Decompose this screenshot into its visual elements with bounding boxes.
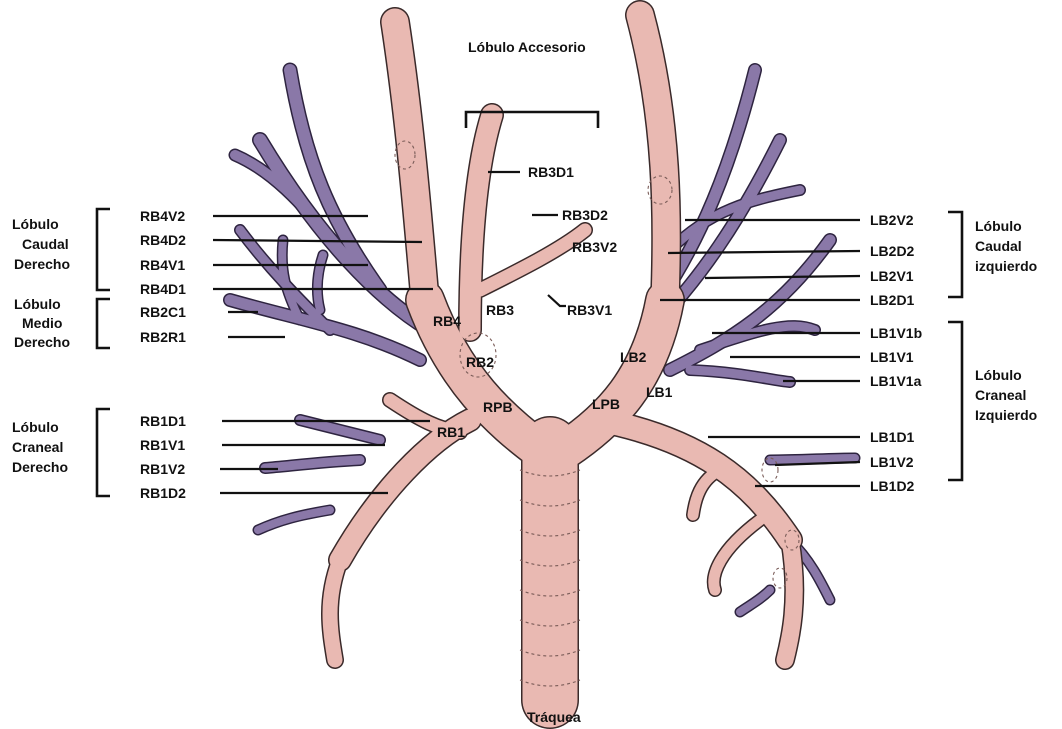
lobe-left-caudal-line3: izquierdo	[975, 258, 1037, 274]
label-rb3: RB3	[486, 302, 514, 318]
lobe-left-cranial-line3: Izquierdo	[975, 407, 1037, 423]
label-lb1: LB1	[646, 384, 673, 400]
lobe-right-caudal-line2: Caudal	[22, 236, 69, 252]
label-rb3d1: RB3D1	[528, 164, 574, 180]
label-lb2: LB2	[620, 349, 647, 365]
lobe-left-cranial-line1: Lóbulo	[975, 367, 1022, 383]
label-lb1d2: LB1D2	[870, 478, 915, 494]
lobe-right-cranial-line2: Craneal	[12, 439, 63, 455]
label-rb4: RB4	[433, 313, 461, 329]
lobe-right-caudal-line3: Derecho	[14, 256, 70, 272]
label-rb2c1: RB2C1	[140, 304, 186, 320]
label-lb2d2: LB2D2	[870, 243, 915, 259]
label-lb2v1: LB2V1	[870, 268, 914, 284]
label-rb4d2: RB4D2	[140, 232, 186, 248]
lobe-right-caudal-line1: Lóbulo	[12, 216, 59, 232]
lobe-right-middle-line1: Lóbulo	[14, 296, 61, 312]
label-lb1v1b: LB1V1b	[870, 325, 922, 341]
title-trachea: Tráquea	[527, 709, 581, 725]
lobe-right-middle-line2: Medio	[22, 315, 62, 331]
lobe-right-middle: Lóbulo Medio Derecho	[14, 296, 70, 350]
lobe-right-caudal: Lóbulo Caudal Derecho	[12, 216, 70, 272]
lobe-left-cranial-line2: Craneal	[975, 387, 1026, 403]
label-lb2v2: LB2V2	[870, 212, 914, 228]
label-lb1v2: LB1V2	[870, 454, 914, 470]
lobe-right-cranial: Lóbulo Craneal Derecho	[12, 419, 68, 475]
lobe-right-middle-line3: Derecho	[14, 334, 70, 350]
label-rb2r1: RB2R1	[140, 329, 186, 345]
label-rb1: RB1	[437, 424, 465, 440]
label-rb1v1: RB1V1	[140, 437, 185, 453]
lobe-right-cranial-line3: Derecho	[12, 459, 68, 475]
lobe-left-caudal: Lóbulo Caudal izquierdo	[975, 218, 1037, 274]
label-lb1v1a: LB1V1a	[870, 373, 922, 389]
label-rb1d2: RB1D2	[140, 485, 186, 501]
lobe-left-caudal-line2: Caudal	[975, 238, 1022, 254]
label-lb2d1: LB2D1	[870, 292, 915, 308]
label-lb1d1: LB1D1	[870, 429, 915, 445]
label-rb4v1: RB4V1	[140, 257, 185, 273]
title-accessory-lobe: Lóbulo Accesorio	[468, 39, 586, 55]
label-rb1v2: RB1V2	[140, 461, 185, 477]
label-rb3d2: RB3D2	[562, 207, 608, 223]
label-lb1v1: LB1V1	[870, 349, 914, 365]
lobe-right-cranial-line1: Lóbulo	[12, 419, 59, 435]
lobe-left-caudal-line1: Lóbulo	[975, 218, 1022, 234]
label-rb3v2: RB3V2	[572, 239, 617, 255]
label-rb1d1: RB1D1	[140, 413, 186, 429]
label-rb2: RB2	[466, 354, 494, 370]
label-lpb: LPB	[592, 396, 620, 412]
lobe-left-cranial: Lóbulo Craneal Izquierdo	[975, 367, 1037, 423]
label-rpb: RPB	[483, 399, 513, 415]
label-rb3v1: RB3V1	[567, 302, 612, 318]
label-rb4v2: RB4V2	[140, 208, 185, 224]
label-rb4d1: RB4D1	[140, 281, 186, 297]
